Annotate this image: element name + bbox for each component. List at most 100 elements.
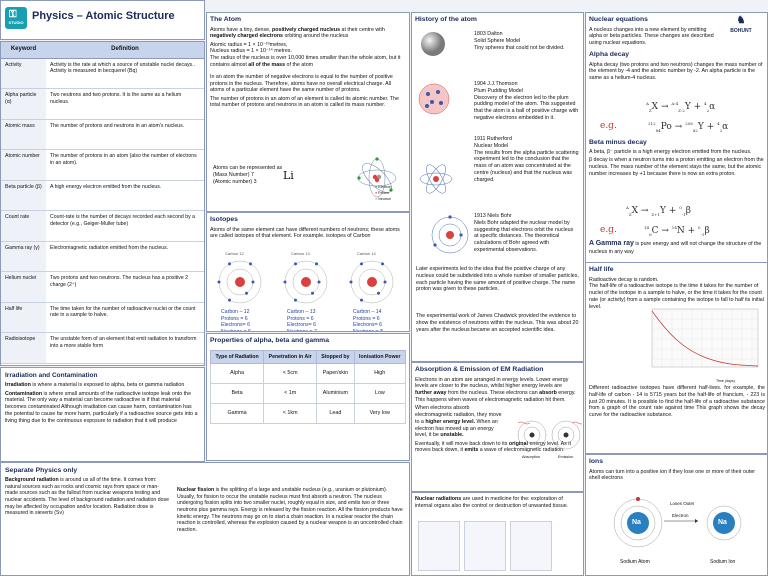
halflife-text-3: Different radioactive isotopes have diff… [589,385,765,419]
properties-cell: Gamma [209,403,265,425]
beta-decay-text-1: A beta, β⁻ particle is a high energy ele… [589,149,752,155]
plum-pudding-diagram [418,83,450,115]
isotope-n: Neutrons = 7 [287,328,317,332]
sodium-atom-label: Sodium Atom [620,559,650,565]
keyword-definition: Count-rate is the number of decays recor… [46,210,204,242]
isotope-name: Carbon – 12 [221,309,250,315]
legend-electron-label: Electron [378,185,392,189]
contamination-term: Contamination [5,390,43,397]
irradiation-term: Irradiation [5,382,31,389]
isotope-atom-diagram [349,260,394,304]
col-definition: Definition [46,42,204,59]
na-ion-symbol: Na [718,519,727,526]
bohr-diagram [431,215,469,254]
alpha-example-equation: 21284Po → 20882Y + 42α [648,121,729,133]
isotope-diagram-label: Carbon 14 [357,251,376,256]
nuceq-title: Nuclear equations [589,16,648,23]
absorption-panel: Absorption & Emission of EM Radiation El… [411,362,584,492]
nucleus-size-c: of the atom [285,62,314,69]
absorb-2b: higher energy level. [425,418,476,425]
isotope-n: Neutrons = 6 [221,328,251,332]
absorb-title: Absorption & Emission of EM Radiation [415,366,544,373]
medical-image-1 [418,521,460,571]
keyword-definition: The time taken for the number of radioac… [46,302,204,334]
keyword-term: Gamma ray (γ) [1,241,46,273]
isotope-e: Electrons= 6 [353,322,382,329]
col-keyword: Keyword [1,42,46,59]
contamination-text: Contamination is where small amounts of … [5,391,200,425]
keyword-term: Radioisotope [1,332,46,364]
absorb-text-1: Electrons in an atom are arranged in ene… [415,377,580,404]
absorb-2a: When electrons absorb electromagnetic ra… [415,405,502,425]
absorb-1c: from the nucleus. These electrons can [446,390,540,397]
isotope-atom-diagram [217,260,262,304]
absorb-3b: original [508,440,528,447]
atom-intro-c: at their centre with [340,26,385,33]
properties-cell: High [353,363,407,385]
properties-col-header: Penetration in Air [263,349,318,365]
eg-alpha-label: e.g. [600,121,617,131]
legend-electron-dot: ● [375,185,378,189]
nucleus-radius: Nucleus radius = 1 × 10⁻¹⁴ metres. [210,48,292,55]
keyword-definition: The number of protons and neutrons in an… [46,119,204,151]
separate-title: Separate Physics only [5,467,78,474]
contamination-def: is where small amounts of the radioactiv… [5,390,198,424]
stag-icon: ♞ [736,15,746,26]
atom-intro-e: orbiting around the nucleus [283,33,349,40]
ions-panel: Ions Atoms can turn into a positive ion … [585,454,768,576]
decay-curve-graph [651,308,759,368]
atom-diagram-graphic [357,157,397,198]
keyword-term: Count rate [1,210,46,242]
history-rutherford: 1911 Rutherford Nuclear Model The result… [474,136,579,183]
nuceq-intro: A nucleus changes into a new element by … [589,26,714,47]
absorb-3e: a wave of electromagnetic radiation. [478,447,565,454]
atom-intro-a: Atoms have a tiny, dense, [210,26,273,33]
history-later: Later experiments led to the idea that t… [416,266,579,293]
bohr-desc: Niels Bohr adapted the nuclear model by … [474,219,574,253]
history-thomson: 1904 J.J.Thomson Plum Pudding Model Disc… [474,81,579,122]
isotopes-title: Isotopes [210,216,238,223]
ions-title: Ions [589,458,603,465]
absorb-1a: Electrons in an atom are arranged in ene… [415,376,569,390]
irradiation-panel: Irradiation and Contamination Irradiatio… [0,367,205,462]
keyword-term: Beta particle (β) [1,180,46,212]
beta-decay-title: Beta minus decay [589,139,647,146]
nucleus-size-a: The radius of the nucleus is over 10,000… [210,55,401,69]
halflife-text-1: Radioactive decay is random. [589,276,659,283]
halflife-xlabel: Time (days) [716,379,735,383]
properties-col-header: Ionisation Power [353,349,407,365]
logo: ⚿STUDIO [5,7,27,29]
rutherford-model: Nuclear Model [474,142,509,149]
dalton-sphere [421,32,445,56]
representation-label: Atoms can be represented as [213,165,283,171]
properties-cell: Paper/skin [316,363,355,385]
properties-cell: < 1m [263,383,318,405]
medical-image-3 [510,521,552,571]
ions-text: Atoms can turn into a positive ion if th… [589,468,756,482]
history-bohr: 1913 Niels Bohr Niels Bohr adapted the n… [474,213,579,254]
isotope-p: Protons = 6 [221,315,248,322]
thomson-desc: Discovery of the electron led to the plu… [474,94,579,121]
atom-intro: Atoms have a tiny, dense, positively cha… [210,27,406,41]
legend-proton-label: Proton [378,190,389,195]
atom-intro-d: negatively charged electrons [210,33,284,40]
brand-logo: ♞ BOHUNT [721,15,761,34]
alpha-decay-title: Alpha decay [589,50,630,58]
properties-cell: < 5cm [263,363,318,385]
decay-graph-graphic [651,308,759,368]
keyword-definition: The unstable form of an element that emi… [46,332,204,364]
absorb-3c: energy level. As it moves back down, it [415,440,571,454]
halflife-title: Half life [589,266,614,273]
dalton-desc: Tiny spheres that could not be divided. [474,44,565,51]
keyword-term: Activity [1,58,46,90]
atom-numbers-text: The number of protons in an atom of an e… [210,95,399,109]
